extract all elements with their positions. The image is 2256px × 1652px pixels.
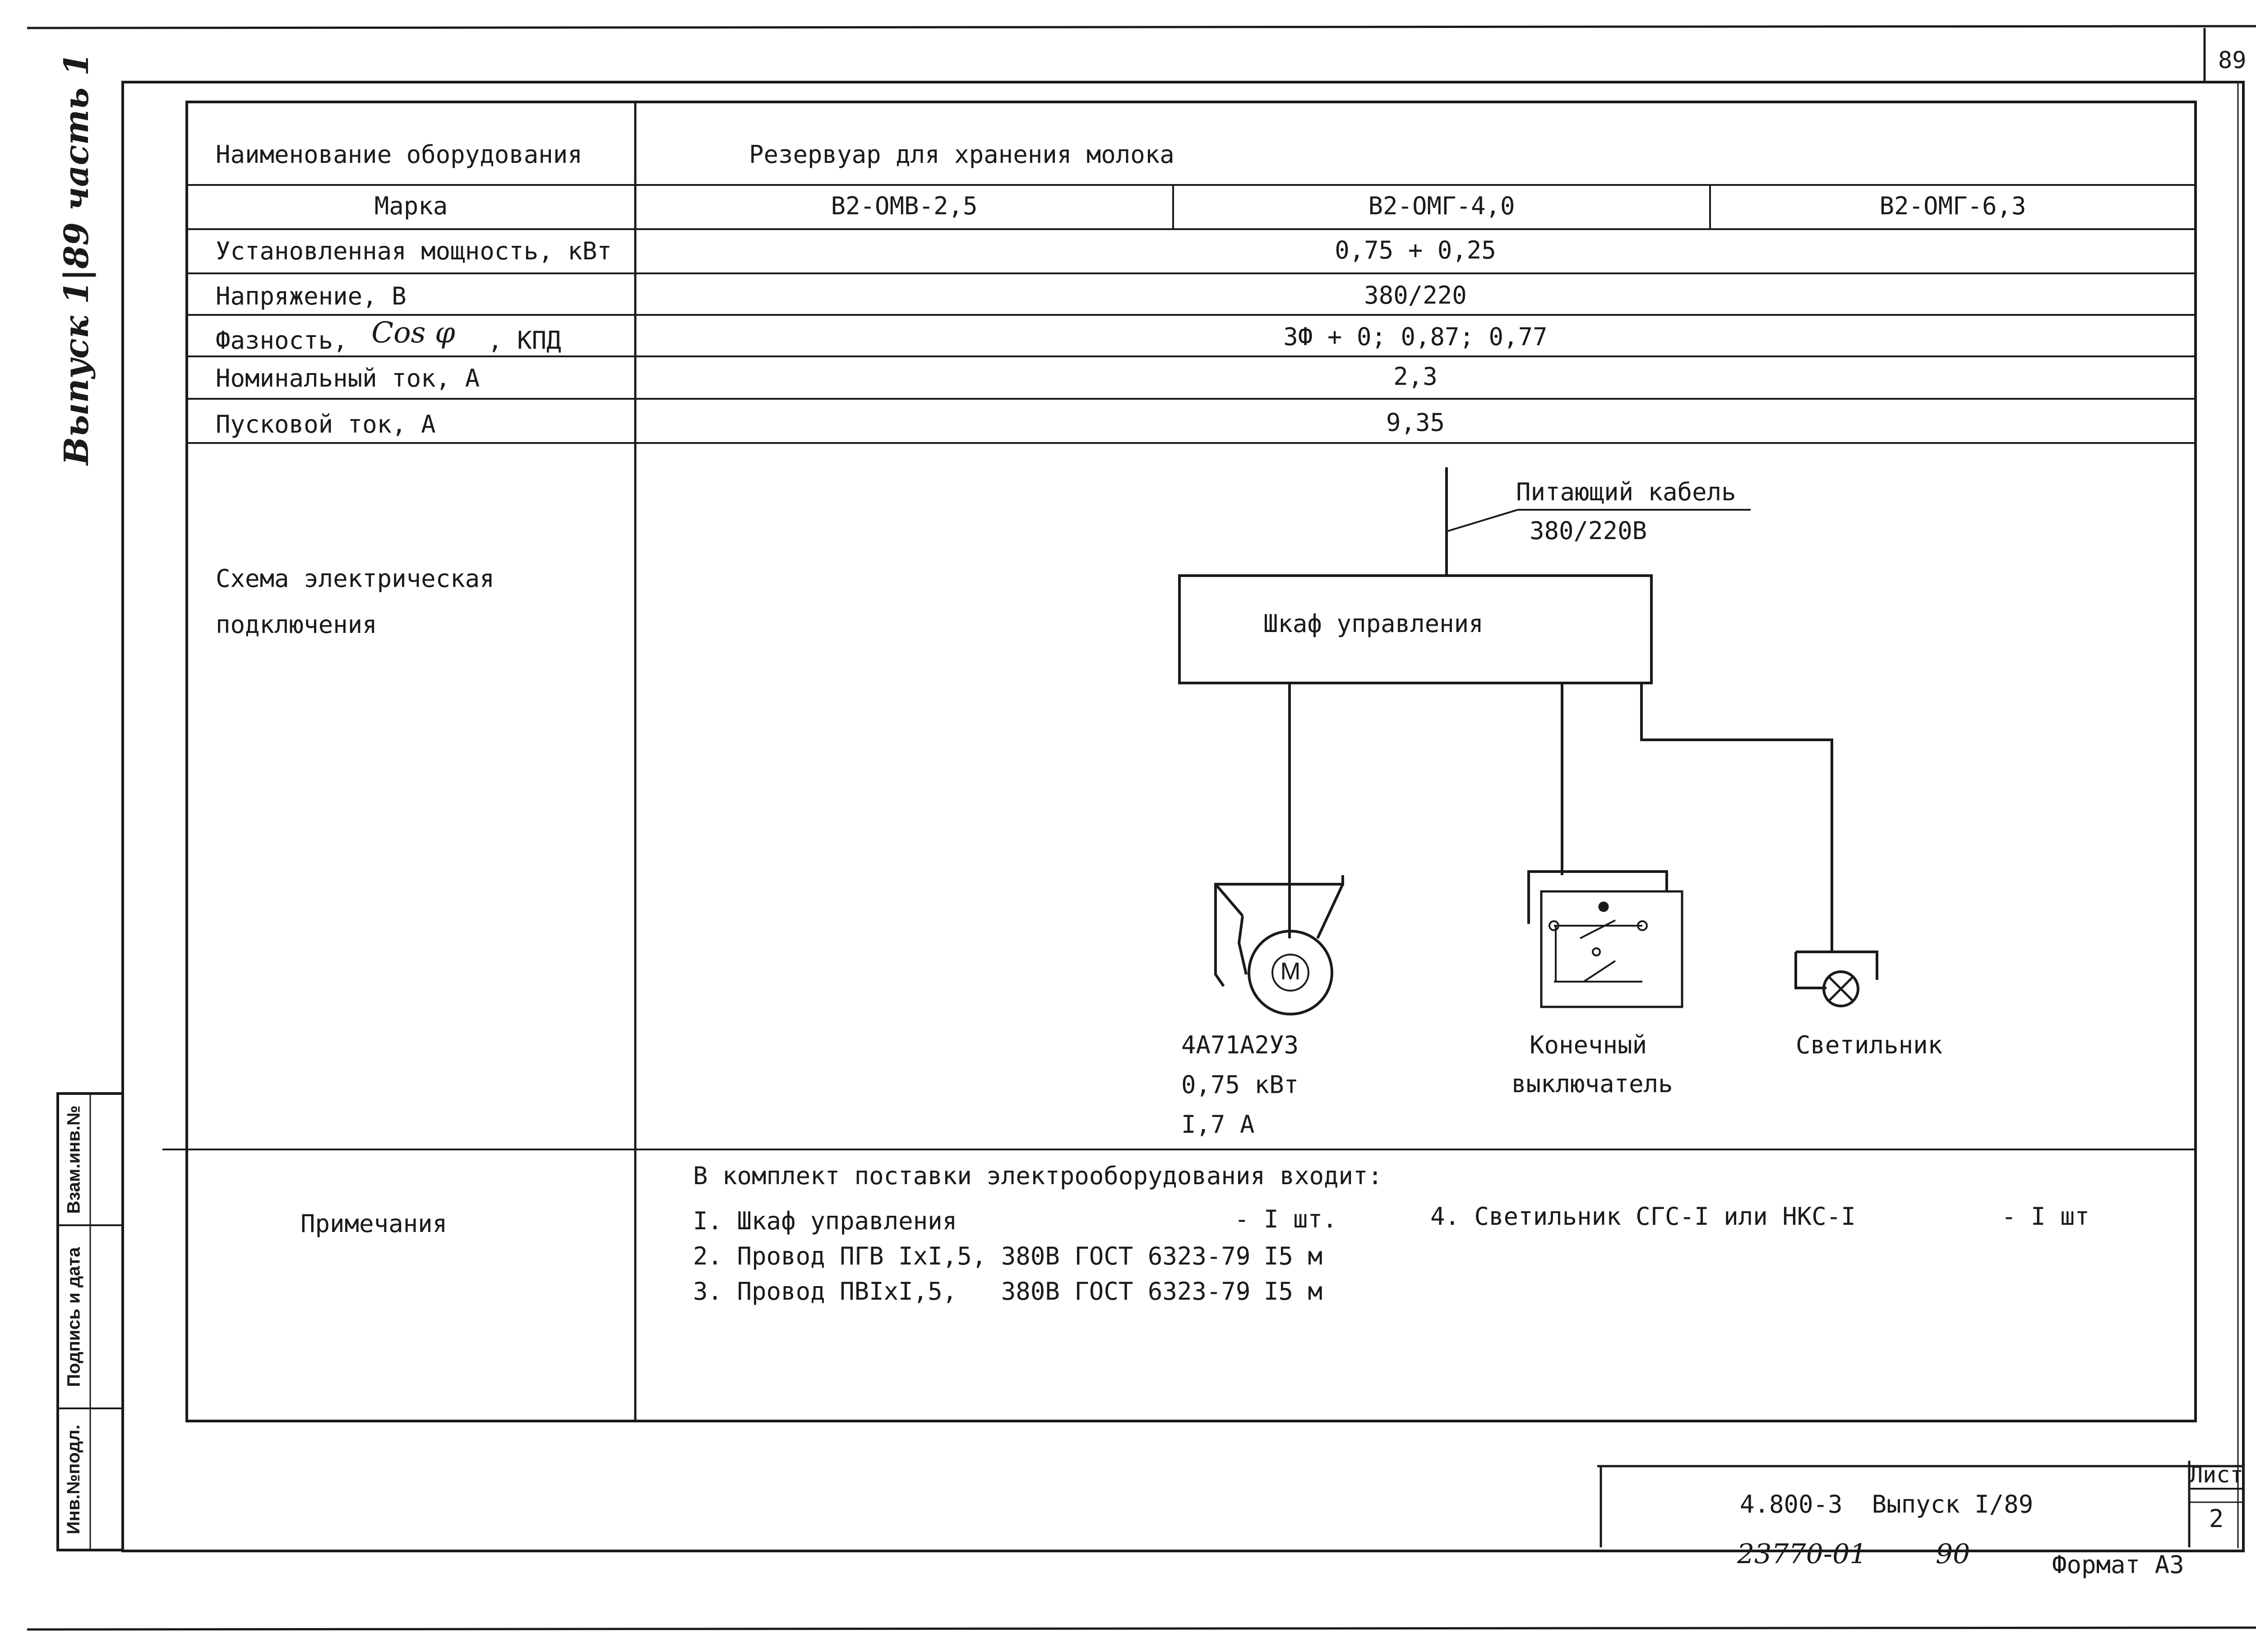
rated-current-value: 2,3 [1393, 362, 1438, 391]
motor-current: I,7 А [1181, 1110, 1255, 1139]
stamp-replacement-inv: Взам.инв.№ [64, 1105, 84, 1214]
limit-switch-label-line2: выключатель [1512, 1070, 1673, 1098]
sheet-label: Лист [2189, 1462, 2244, 1488]
note-item-4-qty: - I шт [2002, 1202, 2090, 1231]
phase-label-prefix: Фазность, [216, 326, 348, 355]
note-item-3-text: 3. Провод ПВIхI,5, 380В ГОСТ 6323-79 [693, 1277, 1251, 1306]
phase-label: Фазность, Cos φ , КПД [216, 318, 561, 355]
scheme-label-line2: подключения [216, 610, 377, 639]
scheme-label-line1: Схема электрическая [216, 564, 495, 593]
stamp-original-inv: Инв.№подл. [64, 1424, 84, 1534]
note-item-2-text: 2. Провод ПГВ IхI,5, 380В ГОСТ 6323-79 [693, 1242, 1251, 1270]
motor-symbol [1214, 875, 1344, 1015]
notes-label: Примечания [300, 1209, 448, 1238]
notes-intro: В комплект поставки электрооборудования … [693, 1162, 1383, 1190]
power-label: Установленная мощность, кВт [216, 237, 612, 265]
note-item-2-qty: - I5 м [1234, 1242, 1323, 1270]
note-item-4-text: 4. Светильник СГС-I или НКС-I [1430, 1202, 1856, 1231]
document-designation: 4.800-3 Выпуск I/89 [1740, 1490, 2034, 1518]
limit-switch-symbol [1527, 870, 1683, 1008]
page-number: 89 [2218, 47, 2247, 74]
motor-symbol-letter: M [1280, 958, 1301, 985]
limit-switch-label-line1: Конечный [1530, 1031, 1647, 1059]
equipment-name-value: Резервуар для хранения молока [749, 140, 1174, 169]
brand-2: В2-ОМГ-4,0 [1368, 192, 1515, 220]
control-cabinet-box [1178, 574, 1653, 684]
supply-cable-label: Питающий кабель [1516, 478, 1736, 506]
phase-value: 3Ф + 0; 0,87; 0,77 [1283, 323, 1548, 351]
note-item-1-qty: - I шт. [1234, 1205, 1337, 1233]
phase-label-suffix: , КПД [488, 326, 561, 355]
voltage-value: 380/220 [1364, 281, 1467, 309]
note-item-3-qty: - I5 м [1234, 1277, 1323, 1306]
note-item-1-text: I. Шкаф управления [693, 1207, 957, 1235]
brand-label: Марка [374, 192, 448, 220]
lamp-label: Светильник [1796, 1031, 1943, 1059]
brand-3: В2-ОМГ-6,3 [1879, 192, 2026, 220]
power-value: 0,75 + 0,25 [1335, 236, 1496, 264]
side-issue-note: Выпуск 1|89 часть 1 [57, 52, 96, 465]
cos-phi-handwritten: Cos φ [371, 316, 455, 350]
stamp-column: Взам.инв.№ Подпись и дата Инв.№подл. [58, 1094, 90, 1550]
handwritten-number-left: 23770-01 [1737, 1538, 1867, 1570]
lamp-wire [1640, 683, 1833, 952]
stamp-signature-date: Подпись и дата [64, 1247, 84, 1387]
lamp-symbol [1794, 951, 1878, 1007]
brand-1: В2-ОМВ-2,5 [831, 192, 978, 220]
motor-power: 0,75 кВт [1181, 1071, 1299, 1099]
supply-cable-leader [1446, 509, 1751, 532]
starting-current-label: Пусковой ток, А [216, 410, 436, 438]
sheet-format: Формат А3 [2052, 1550, 2184, 1579]
sheet-number: 2 [2209, 1504, 2224, 1533]
motor-type: 4А71А2У3 [1181, 1031, 1299, 1059]
equipment-name-label: Наименование оборудования [216, 140, 582, 169]
supply-voltage-label: 380/220В [1530, 517, 1647, 545]
control-cabinet-label: Шкаф управления [1263, 609, 1484, 638]
voltage-label: Напряжение, В [216, 282, 407, 310]
starting-current-value: 9,35 [1386, 408, 1445, 437]
handwritten-number-right: 90 [1936, 1538, 1970, 1570]
rated-current-label: Номинальный ток, А [216, 364, 480, 392]
